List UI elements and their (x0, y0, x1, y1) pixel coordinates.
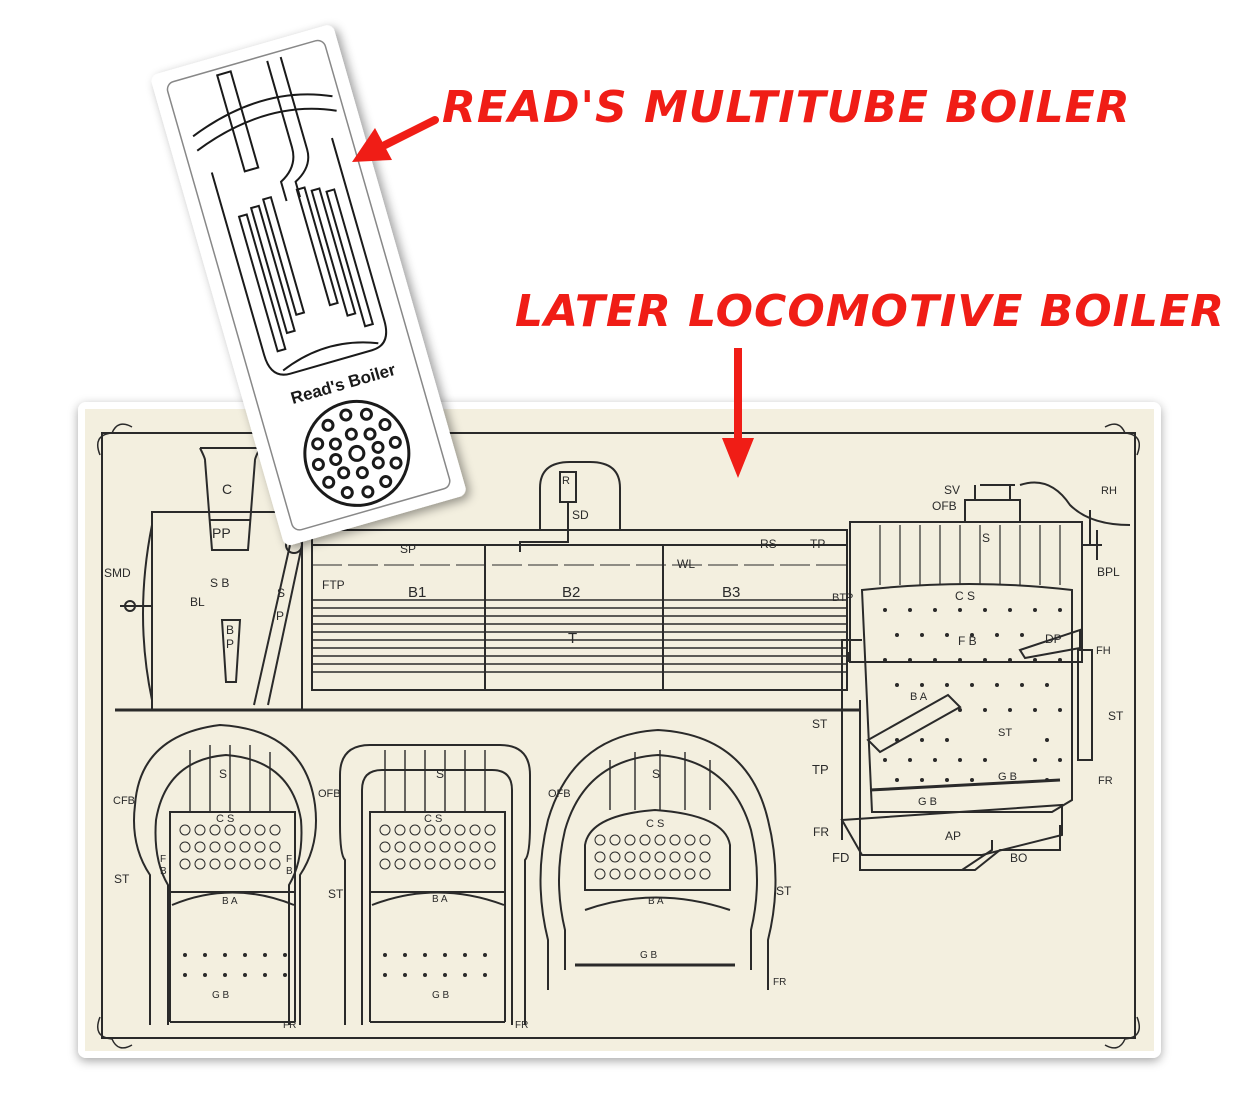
label-bl: BL (190, 595, 205, 609)
annotation-arrows (352, 116, 754, 478)
label-ba-cs3: B A (648, 896, 664, 907)
label-tp: TP (812, 762, 829, 777)
label-sp-top: SP (400, 542, 416, 556)
label-fr-cs1: FR (283, 1020, 296, 1031)
label-fd: FD (832, 850, 849, 865)
label-r: R (562, 475, 570, 487)
label-s: S (982, 531, 990, 545)
label-sd: SD (572, 508, 589, 522)
label-f-left: F (160, 854, 166, 865)
label-sp-p: P (276, 609, 284, 623)
corner-ornaments (97, 423, 1140, 1049)
label-s-mid: S (436, 767, 444, 781)
label-t: T (568, 630, 577, 647)
label-cs: C S (955, 589, 975, 603)
label-st-fb: ST (998, 727, 1012, 739)
reads-boiler-annotation: READ'S MULTITUBE BOILER (442, 82, 1131, 133)
label-gb-cs1: G B (212, 990, 230, 1001)
label-ba: B A (910, 691, 928, 703)
reads-boiler-inset: Read's Boiler (151, 25, 466, 545)
later-boiler-annotation: LATER LOCOMOTIVE BOILER (515, 286, 1226, 337)
label-s-left: S (219, 767, 227, 781)
label-st-left: ST (812, 717, 828, 731)
label-cs-left: C S (216, 813, 234, 825)
label-st-cs2: ST (328, 887, 344, 901)
label-fr-cs3: FR (773, 977, 786, 988)
arrow-to-reads-boiler (352, 116, 439, 162)
label-cfb: CFB (113, 795, 135, 807)
tube-sheet (303, 399, 411, 507)
label-s-right: S (652, 767, 660, 781)
label-sb: S B (210, 576, 229, 590)
label-ftp: FTP (322, 578, 345, 592)
label-sv: SV (944, 483, 960, 497)
label-smd: SMD (104, 566, 131, 580)
label-ofb: OFB (932, 499, 957, 513)
diagram-labels: C PP SMD S B BL B P S P R SD SP RS WL TP… (104, 475, 1124, 1031)
label-tp-top: TP (810, 537, 825, 551)
label-cs-right: C S (646, 818, 664, 830)
label-ba-cs2: B A (432, 894, 448, 905)
label-gb-cs3: G B (640, 950, 658, 961)
label-wl: WL (677, 557, 695, 571)
label-rs: RS (760, 537, 777, 551)
label-bpl: BPL (1097, 565, 1120, 579)
label-gb-cs2: G B (432, 990, 450, 1001)
label-sp-s: S (277, 586, 285, 600)
label-f-right: F (286, 854, 292, 865)
locomotive-boiler-panel: C PP SMD S B BL B P S P R SD SP RS WL TP… (78, 402, 1161, 1058)
label-b-left: B (160, 866, 167, 877)
label-btp: BTP (832, 592, 853, 604)
label-fh: FH (1096, 645, 1111, 657)
label-st-cs1: ST (114, 872, 130, 886)
label-fr-right: FR (1098, 775, 1113, 787)
label-b3: B3 (722, 584, 740, 601)
cross-sections (133, 723, 777, 1025)
label-c: C (222, 481, 232, 497)
firebox-cross-dots (183, 953, 487, 977)
label-cs-mid: C S (424, 813, 442, 825)
label-gb: G B (918, 796, 937, 808)
cross-section-stays (189, 745, 711, 812)
label-fr-left: FR (813, 825, 829, 839)
tube-plates (179, 824, 711, 880)
label-pp: PP (212, 525, 231, 541)
side-elevation (115, 447, 1131, 871)
label-gb-fb: G B (998, 771, 1017, 783)
label-b1: B1 (408, 584, 426, 601)
label-b2: B2 (562, 584, 580, 601)
arrow-to-later-boiler (722, 348, 754, 478)
label-fb: F B (958, 634, 977, 648)
label-bp-p: P (226, 637, 234, 651)
firebox-staybolts (883, 608, 1062, 782)
label-dp: DP (1045, 632, 1062, 646)
label-bo: BO (1010, 851, 1027, 865)
label-rh: RH (1101, 485, 1117, 497)
label-st-right: ST (1108, 709, 1124, 723)
label-fr-cs2: FR (515, 1020, 528, 1031)
label-st-cs3: ST (776, 884, 792, 898)
label-ofb-cs2: OFB (318, 788, 341, 800)
label-ap: AP (945, 829, 961, 843)
label-ofb-cs3: OFB (548, 788, 571, 800)
label-bp-b: B (226, 623, 234, 637)
label-ba-cs1: B A (222, 896, 238, 907)
label-b-right: B (286, 866, 293, 877)
